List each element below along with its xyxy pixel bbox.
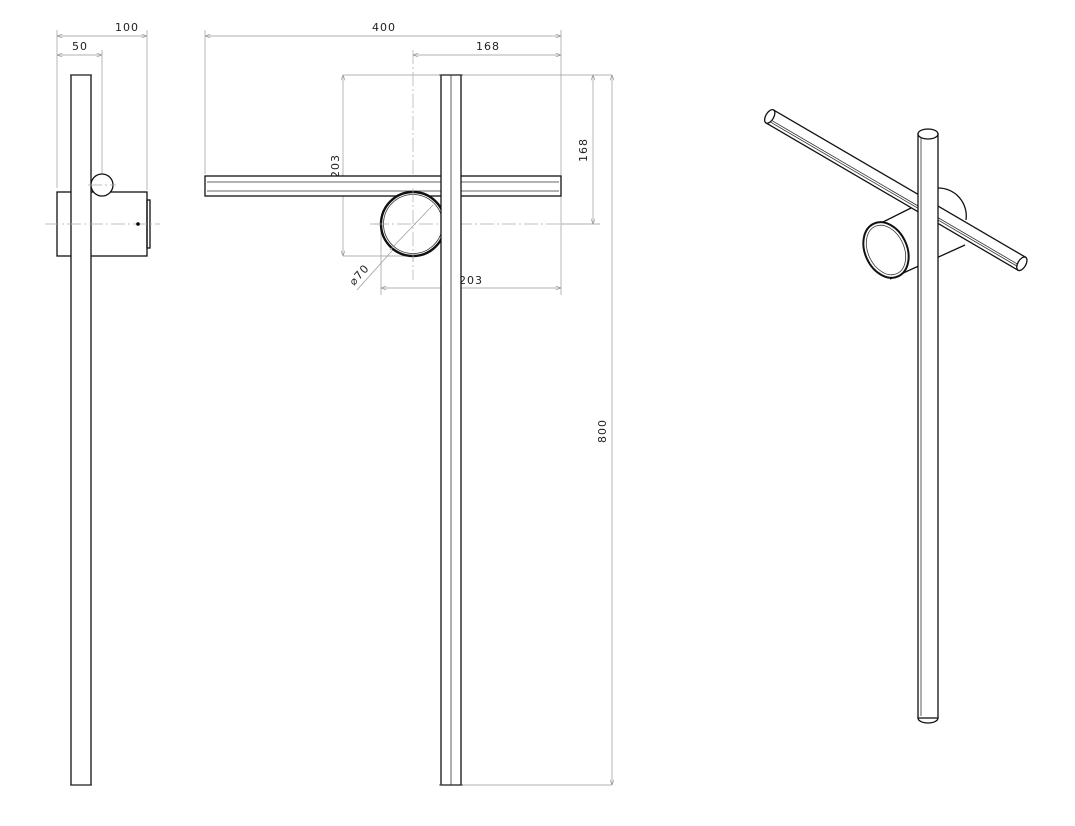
diagonal-arm — [763, 108, 1028, 272]
dim-label-diameter: ⌀70 — [347, 262, 372, 288]
dim-label-203-vertical: 203 — [329, 154, 342, 178]
dim-label-168-vertical: 168 — [577, 138, 590, 162]
rod-bottom-cap — [917, 717, 939, 724]
rod-top-cap — [917, 128, 939, 140]
dim-label-203-horizontal: 203 — [459, 274, 483, 287]
dim-label-400: 400 — [372, 21, 396, 34]
wall-plate — [937, 187, 967, 221]
dim-label-100: 100 — [115, 21, 139, 34]
dim-label-50: 50 — [72, 40, 88, 53]
vertical-rod — [70, 74, 92, 786]
lamp-head — [862, 221, 910, 279]
dim-label-800: 800 — [596, 419, 609, 443]
side-view: 100 50 — [45, 21, 160, 786]
front-view: 400 168 168 203 203 800 ⌀70 — [204, 21, 612, 786]
lamp-lens — [146, 199, 151, 249]
isometric-view — [763, 108, 1028, 724]
horizontal-arm — [204, 175, 562, 197]
dim-label-168-horizontal: 168 — [476, 40, 500, 53]
